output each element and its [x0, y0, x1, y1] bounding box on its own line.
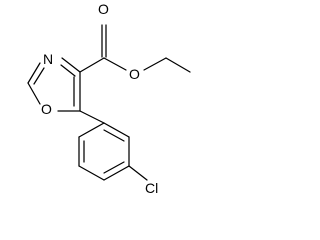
- phenyl-ring: [78, 110, 148, 181]
- atom-label-ring-nitrogen: N: [43, 51, 53, 67]
- oxazole-ring: [27, 57, 81, 112]
- bond-c2-n3-double: [33, 67, 45, 85]
- atom-label-ether-oxygen: O: [129, 66, 140, 82]
- phenyl-bond-3: [103, 165, 130, 181]
- bond-n3-c2: [27, 62, 41, 84]
- atom-label-chlorine: Cl: [145, 180, 158, 196]
- bond-carbonyl-to-ether-o: [103, 57, 127, 71]
- bond-c2-o1: [27, 82, 41, 105]
- bond-ch2-to-ch3: [165, 57, 191, 73]
- phenyl-bond-6: [78, 122, 105, 138]
- bond-c4-n3: [61, 57, 81, 73]
- bond-c5-phenyl: [79, 110, 105, 124]
- phenyl-bond-4: [78, 165, 105, 181]
- atom-label-ring-oxygen: O: [41, 101, 52, 117]
- bond-c-to-carbonyl-c: [79, 57, 105, 73]
- phenyl-inner-bond-2: [103, 161, 125, 174]
- bond-phenyl-cl: [128, 165, 148, 181]
- bond-c4-n3-inner: [60, 64, 76, 77]
- bond-ether-o-to-ch2: [143, 57, 167, 71]
- atom-label-carbonyl-oxygen: O: [98, 1, 109, 17]
- ester-group: [79, 24, 191, 73]
- phenyl-inner-bond-1: [103, 129, 125, 142]
- chemical-structure: O O N O Cl: [27, 1, 191, 196]
- phenyl-bond-1: [103, 122, 130, 138]
